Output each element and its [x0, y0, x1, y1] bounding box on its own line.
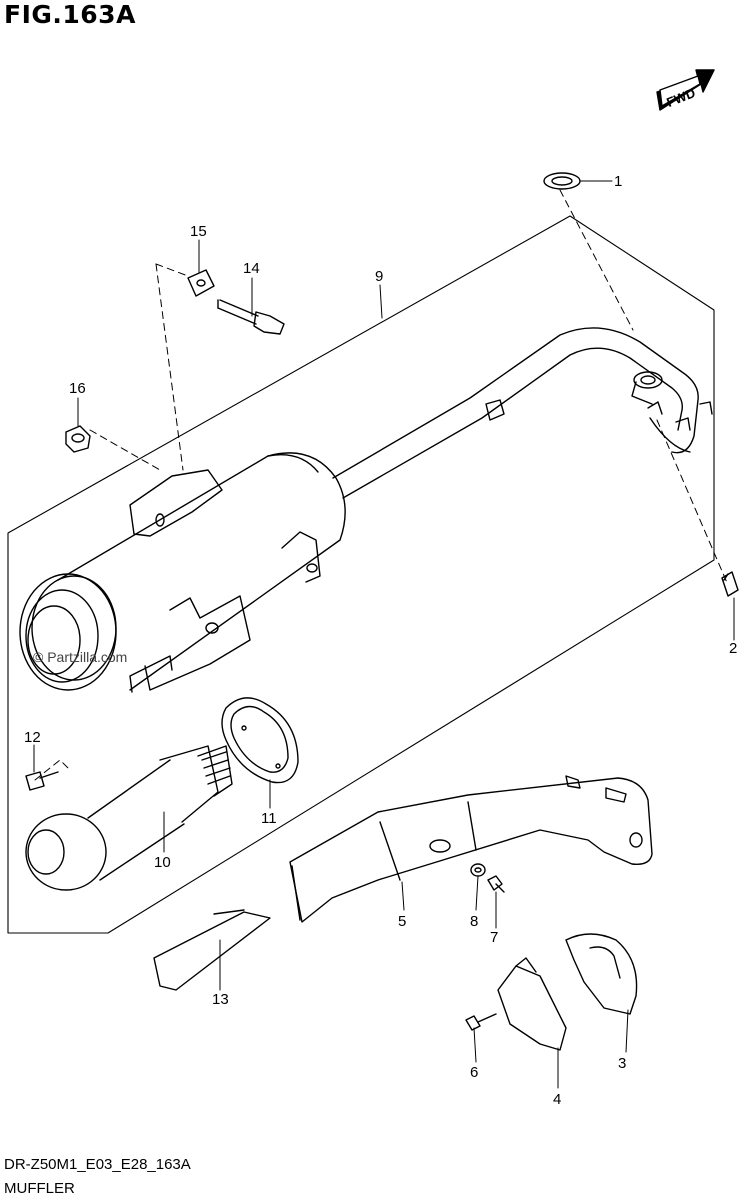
tail-pipe-part-10: [25, 745, 233, 891]
figure-title: FIG.163A: [4, 0, 136, 29]
callout-7: 7: [490, 929, 498, 946]
bolt-part-14: [217, 299, 285, 335]
assembly-outline: [7, 215, 715, 934]
callout-2: 2: [729, 640, 737, 657]
callout-15: 15: [190, 223, 207, 240]
washer-part-15: [187, 269, 215, 297]
figure-code: DR-Z50M1_E03_E28_163A: [4, 1156, 191, 1173]
cover-part-3: [565, 933, 638, 1015]
bracket-part-4: [497, 957, 567, 1051]
callout-3: 3: [618, 1055, 626, 1072]
heat-shield-part-5: [289, 775, 653, 923]
screw-part-7: [487, 875, 505, 893]
washer-part-8: [470, 863, 486, 877]
callout-6: 6: [470, 1064, 478, 1081]
callout-10: 10: [154, 854, 171, 871]
exhaust-pipe: [332, 327, 713, 499]
callout-11: 11: [261, 810, 277, 827]
callout-9: 9: [375, 268, 383, 285]
callout-16: 16: [69, 380, 86, 397]
gasket-ring-part-1: [543, 172, 581, 190]
callout-labels: 1 2 3 4 5 6 7 8 9 10 11 12 13 14 15 16: [24, 173, 737, 1108]
gasket-part-11: [221, 697, 299, 784]
bolt-part-2: [721, 571, 739, 597]
callout-5: 5: [398, 913, 406, 930]
screw-part-6: [465, 1013, 497, 1031]
callout-1: 1: [614, 173, 622, 190]
fwd-arrow-icon: FWD: [656, 69, 715, 111]
muffler-body-part-9: [19, 452, 346, 693]
protector-part-13: [153, 909, 271, 991]
callout-4: 4: [553, 1091, 561, 1108]
callout-13: 13: [212, 991, 229, 1008]
callout-12: 12: [24, 729, 41, 746]
nut-part-16: [65, 425, 91, 453]
watermark: © Partzilla.com: [33, 649, 128, 665]
bolt-part-12: [25, 771, 59, 791]
callout-leader-lines: [33, 180, 735, 1089]
reference-dashed-lines: [34, 189, 729, 781]
figure-name: MUFFLER: [4, 1180, 75, 1197]
callout-8: 8: [470, 913, 478, 930]
callout-14: 14: [243, 260, 260, 277]
